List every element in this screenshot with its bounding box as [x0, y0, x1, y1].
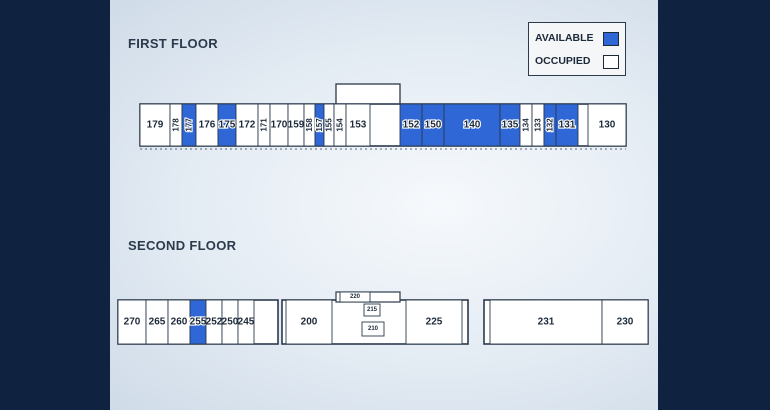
- map-canvas: FIRST FLOOR SECOND FLOOR AVAILABLE OCCUP…: [110, 0, 658, 410]
- second-floor-unit-label-255: 255: [190, 317, 207, 328]
- second-floor-unit-220[interactable]: [339, 291, 371, 303]
- second-floor-unit-230[interactable]: [601, 299, 649, 345]
- second-floor-unit-label-220: 220: [350, 294, 361, 300]
- first-floor-unit-179[interactable]: [139, 103, 171, 147]
- map-legend: AVAILABLE OCCUPIED: [528, 22, 626, 76]
- first-floor-unit-label-159: 159: [288, 120, 305, 131]
- first-floor-unit-label-132: 132: [546, 118, 555, 132]
- second-floor-unit-label-260: 260: [171, 317, 188, 328]
- first-floor-unit-130[interactable]: [587, 103, 627, 147]
- second-floor-title: SECOND FLOOR: [128, 238, 237, 253]
- first-floor-unit-label-177: 177: [185, 118, 194, 132]
- second-floor-unit-label-210: 210: [368, 326, 379, 332]
- first-floor-unit-label-154: 154: [336, 118, 345, 132]
- first-floor-unit-label-157: 157: [315, 118, 324, 132]
- second-floor-unit-215[interactable]: [363, 303, 381, 317]
- second-floor-unit-label-200: 200: [301, 317, 318, 328]
- second-floor-unit-label-250: 250: [222, 317, 239, 328]
- legend-available-label: AVAILABLE: [535, 32, 594, 44]
- first-floor-unit-label-131: 131: [559, 120, 576, 131]
- legend-available-swatch: [603, 32, 619, 46]
- first-floor-unit-label-155: 155: [325, 118, 334, 132]
- first-floor-unit-label-150: 150: [425, 120, 442, 131]
- first-floor-unit-label-130: 130: [599, 120, 616, 131]
- second-floor-unit-210[interactable]: [361, 321, 385, 337]
- second-floor-unit-label-270: 270: [124, 317, 141, 328]
- first-floor-unit-label-134: 134: [522, 118, 531, 132]
- first-floor-unit-label-170: 170: [271, 120, 288, 131]
- second-floor-unit-270[interactable]: [117, 299, 147, 345]
- second-floor-unit-225[interactable]: [405, 299, 463, 345]
- first-floor-unit-153[interactable]: [345, 103, 371, 147]
- legend-occupied-swatch: [603, 55, 619, 69]
- second-floor-unit-label-231: 231: [538, 317, 555, 328]
- second-floor-unit-label-245: 245: [238, 317, 255, 328]
- second-floor-unit-245[interactable]: [237, 299, 255, 345]
- second-floor-unit-label-215: 215: [367, 307, 378, 313]
- first-floor-unit-label-175: 175: [219, 120, 236, 131]
- first-floor-unit-131[interactable]: [555, 103, 579, 147]
- second-floor-unit-label-265: 265: [149, 317, 166, 328]
- first-floor-unit-label-158: 158: [305, 118, 314, 132]
- first-floor-unit-label-135: 135: [502, 120, 519, 131]
- first-floor-title: FIRST FLOOR: [128, 36, 218, 51]
- first-floor-unit-label-176: 176: [199, 120, 216, 131]
- first-floor-unit-label-171: 171: [260, 118, 269, 132]
- legend-occupied-label: OCCUPIED: [535, 55, 591, 67]
- second-floor-unit-label-252: 252: [206, 317, 223, 328]
- first-floor-unit-label-153: 153: [350, 120, 367, 131]
- first-floor-unit-label-140: 140: [464, 120, 481, 131]
- first-floor-unit-140[interactable]: [443, 103, 501, 147]
- first-floor-unit-label-172: 172: [239, 120, 256, 131]
- first-floor-unit-label-133: 133: [534, 118, 543, 132]
- second-floor-unit-200[interactable]: [285, 299, 333, 345]
- first-floor-unit-label-179: 179: [147, 120, 164, 131]
- second-floor-unit-label-225: 225: [426, 317, 443, 328]
- first-floor-unit-label-178: 178: [172, 118, 181, 132]
- second-floor-unit-label-230: 230: [617, 317, 634, 328]
- first-floor-unit-label-152: 152: [403, 120, 420, 131]
